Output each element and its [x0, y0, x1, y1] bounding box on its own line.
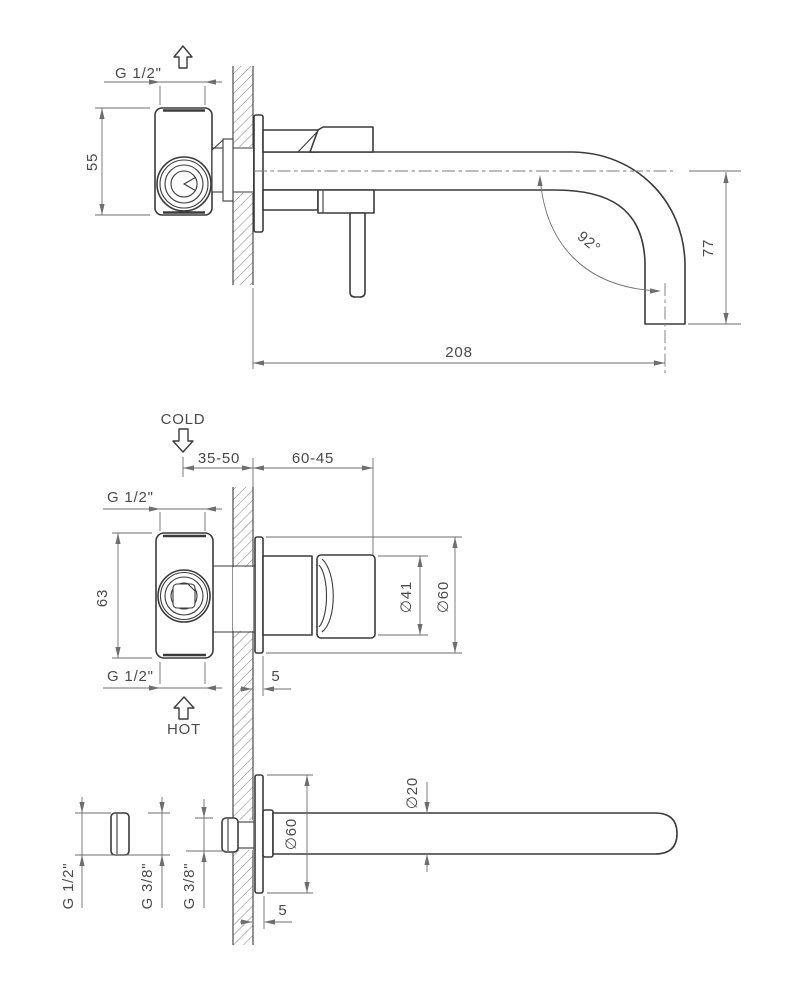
dim-wall-thread: G 3/8": [181, 799, 226, 909]
handle-base-top: [309, 126, 374, 153]
dim-label-thread-middle-bottom: G 1/2": [107, 668, 154, 685]
spout-tube: [272, 812, 678, 855]
dim-label-spout-diameter: ∅20: [404, 777, 421, 809]
handle-adapter-bottom: [262, 189, 319, 211]
dim-spout-diameter: ∅20: [404, 777, 430, 872]
dim-flange-diameter-middle: ∅60: [266, 536, 462, 654]
dim-thread-middle-bottom: G 1/2": [103, 662, 222, 691]
dim-label-body-height-63: 63: [94, 589, 111, 607]
dim-spout-height-77: 77: [688, 170, 741, 325]
dim-label-spout-angle: 92°: [574, 228, 604, 257]
cartridge-circle: [157, 569, 211, 623]
dim-adapter-thread-small: G 3/8": [139, 797, 170, 909]
handle-neck: [262, 555, 313, 636]
handle-dome-curve: [321, 558, 334, 633]
hot-flow-arrow: [173, 696, 195, 720]
adapter-fitting: [110, 812, 130, 856]
dim-label-flange-diameter-middle: ∅60: [435, 581, 452, 613]
cartridge-circle-outer: [156, 156, 212, 212]
dim-handle-diameter: ∅41: [378, 555, 428, 636]
dim-flange-diameter-bottom: ∅60: [267, 774, 313, 894]
cartridge-spindle: [172, 583, 196, 609]
dim-spout-reach-208: 208: [252, 288, 665, 369]
dim-adapter-thread-large: G 1/2": [60, 797, 170, 909]
wall-pass-through-neck: [233, 567, 253, 631]
dim-body-height-55: 55: [84, 107, 150, 216]
flow-up-arrow: [173, 45, 193, 69]
wall-nipple: [221, 817, 239, 853]
dim-label-flange-thickness-middle: 5: [271, 668, 280, 685]
dim-label-handle-diameter: ∅41: [398, 581, 415, 613]
middle-view: COLD HOT 35-50 60-45 G 1/2" 63: [94, 411, 462, 738]
cold-flow-arrow: [172, 428, 194, 453]
dim-label-spout-height-77: 77: [700, 239, 717, 257]
dim-label-spout-reach-208: 208: [445, 344, 472, 361]
dim-label-flange-thickness-bottom: 5: [278, 902, 287, 919]
dim-label-adapter-thread-small: G 3/8": [139, 863, 156, 910]
cartridge-pointer: [182, 176, 198, 192]
cold-label: COLD: [161, 411, 206, 428]
dim-thread-top-view: G 1/2": [104, 65, 222, 105]
bottom-view: G 1/2" G 3/8" G 3/8" ∅60 ∅20: [60, 774, 678, 929]
dim-label-wall-thread: G 3/8": [181, 863, 198, 910]
dim-label-body-height-55: 55: [84, 153, 101, 171]
dim-flange-thickness-middle: 5: [240, 656, 291, 696]
dim-flange-thickness-bottom: 5: [240, 896, 292, 929]
dim-label-flange-diameter-bottom: ∅60: [283, 818, 300, 850]
dim-label-adapter-thread-large: G 1/2": [60, 863, 77, 910]
wall-pass-through: [233, 147, 253, 193]
spout-collar: [262, 809, 274, 858]
flange-bottom: [254, 774, 264, 894]
dim-label-thread-top-view: G 1/2": [115, 65, 162, 82]
top-view: G 1/2" 55 92° 77 208: [84, 45, 741, 373]
dim-install-depth-chain: 35-50 60-45: [182, 450, 374, 555]
handle-base-bottom: [317, 189, 375, 214]
spout-outline: [262, 151, 686, 325]
dim-label-depth-range: 35-50: [198, 450, 240, 467]
dim-label-thread-middle-top: G 1/2": [107, 489, 154, 506]
body-outlet-stub: [211, 147, 224, 193]
flange: [253, 114, 264, 233]
lever-handle: [349, 212, 366, 298]
handle-adapter-top: [262, 129, 319, 153]
flange-middle: [254, 536, 264, 654]
dim-thread-middle-top: G 1/2": [103, 489, 222, 531]
handle-knob: [316, 554, 376, 639]
wall-section-lower-views: [232, 487, 254, 945]
dim-body-height-63: 63: [94, 532, 152, 659]
hot-label: HOT: [167, 721, 201, 738]
dim-label-protrusion-range: 60-45: [292, 450, 334, 467]
